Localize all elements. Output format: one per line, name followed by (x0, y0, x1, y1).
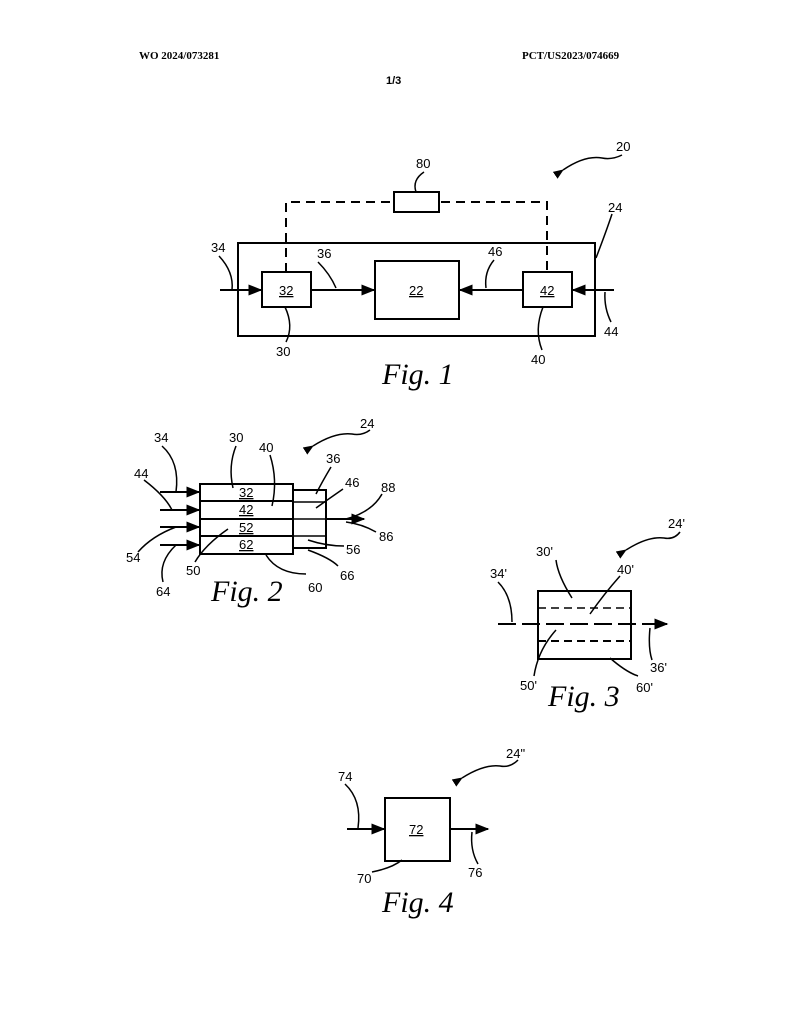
figure-1: 20 24 80 34 36 46 32 22 42 30 40 44 Fig.… (211, 139, 630, 391)
ref-50p: 50' (520, 678, 537, 693)
leader-36p (649, 628, 652, 660)
leader-64 (162, 545, 176, 582)
fig2-caption: Fig. 2 (210, 575, 283, 608)
ref-36-fig2: 36 (326, 451, 340, 466)
ref-40: 40 (531, 352, 545, 367)
leader-30p (556, 560, 572, 598)
ref-36p: 36' (650, 660, 667, 675)
first-module-label: 32 (279, 283, 293, 298)
leader-34-fig2 (162, 446, 177, 492)
leader-60p (610, 658, 638, 676)
ref-30p: 30' (536, 544, 553, 559)
layer-label-2: 42 (239, 502, 253, 517)
ref-50: 50 (186, 563, 200, 578)
leader-30-fig2 (231, 446, 236, 488)
controller-box (394, 192, 439, 212)
ref-34: 34 (211, 240, 225, 255)
leader-88 (346, 494, 382, 519)
ref-20: 20 (616, 139, 630, 154)
ref-30: 30 (276, 344, 290, 359)
ref-56: 56 (346, 542, 360, 557)
ref-46: 46 (488, 244, 502, 259)
leader-44-fig2 (144, 480, 172, 510)
layer-label-4: 62 (239, 537, 253, 552)
ref-24pp: 24" (506, 746, 525, 761)
unit-label: 72 (409, 822, 423, 837)
leader-74 (345, 784, 359, 828)
leader-24-fig2 (313, 430, 370, 446)
ref-34p: 34' (490, 566, 507, 581)
fig1-caption: Fig. 1 (381, 358, 454, 391)
layer-label-3: 52 (239, 520, 253, 535)
leader-76 (472, 832, 478, 864)
ref-64: 64 (156, 584, 170, 599)
leader-24pp (462, 760, 518, 778)
ref-54: 54 (126, 550, 140, 565)
leader-46 (486, 260, 494, 288)
ref-40p: 40' (617, 562, 634, 577)
figure-2: 24 34 30 40 36 46 88 86 44 54 64 50 60 5… (126, 416, 395, 608)
fig3-caption: Fig. 3 (547, 680, 620, 713)
ref-24-fig2: 24 (360, 416, 374, 431)
figure-3: 24' 34' 30' 40' 50' 60' 36' Fig. 3 (490, 516, 685, 713)
leader-80 (415, 172, 424, 192)
leader-40 (538, 307, 543, 350)
second-module-label: 42 (540, 283, 554, 298)
ref-60p: 60' (636, 680, 653, 695)
ref-24: 24 (608, 200, 622, 215)
leader-34p (498, 582, 512, 622)
leader-40-fig2 (270, 455, 275, 506)
leader-44 (605, 292, 611, 322)
leader-20 (563, 155, 622, 170)
ref-76: 76 (468, 865, 482, 880)
ref-88: 88 (381, 480, 395, 495)
ref-30-fig2: 30 (229, 430, 243, 445)
leader-34 (219, 256, 232, 290)
ref-34-fig2: 34 (154, 430, 168, 445)
ref-44: 44 (604, 324, 618, 339)
leader-60 (266, 555, 306, 574)
ref-70: 70 (357, 871, 371, 886)
ref-74: 74 (338, 769, 352, 784)
leader-86 (346, 522, 376, 532)
leader-46-fig2 (316, 489, 343, 508)
leader-54 (138, 527, 176, 552)
leader-66 (308, 550, 338, 566)
ref-80: 80 (416, 156, 430, 171)
ref-60: 60 (308, 580, 322, 595)
leader-36 (318, 262, 336, 288)
fig4-caption: Fig. 4 (381, 886, 454, 919)
ref-36: 36 (317, 246, 331, 261)
ref-46-fig2: 46 (345, 475, 359, 490)
figure-4: 24" 74 72 70 76 Fig. 4 (338, 746, 525, 919)
central-unit-label: 22 (409, 283, 423, 298)
ref-86: 86 (379, 529, 393, 544)
ref-24p: 24' (668, 516, 685, 531)
leader-24 (596, 214, 612, 258)
ref-66: 66 (340, 568, 354, 583)
ref-44-fig2: 44 (134, 466, 148, 481)
ref-40-fig2: 40 (259, 440, 273, 455)
leader-24p (626, 532, 680, 550)
layer-label-1: 32 (239, 485, 253, 500)
